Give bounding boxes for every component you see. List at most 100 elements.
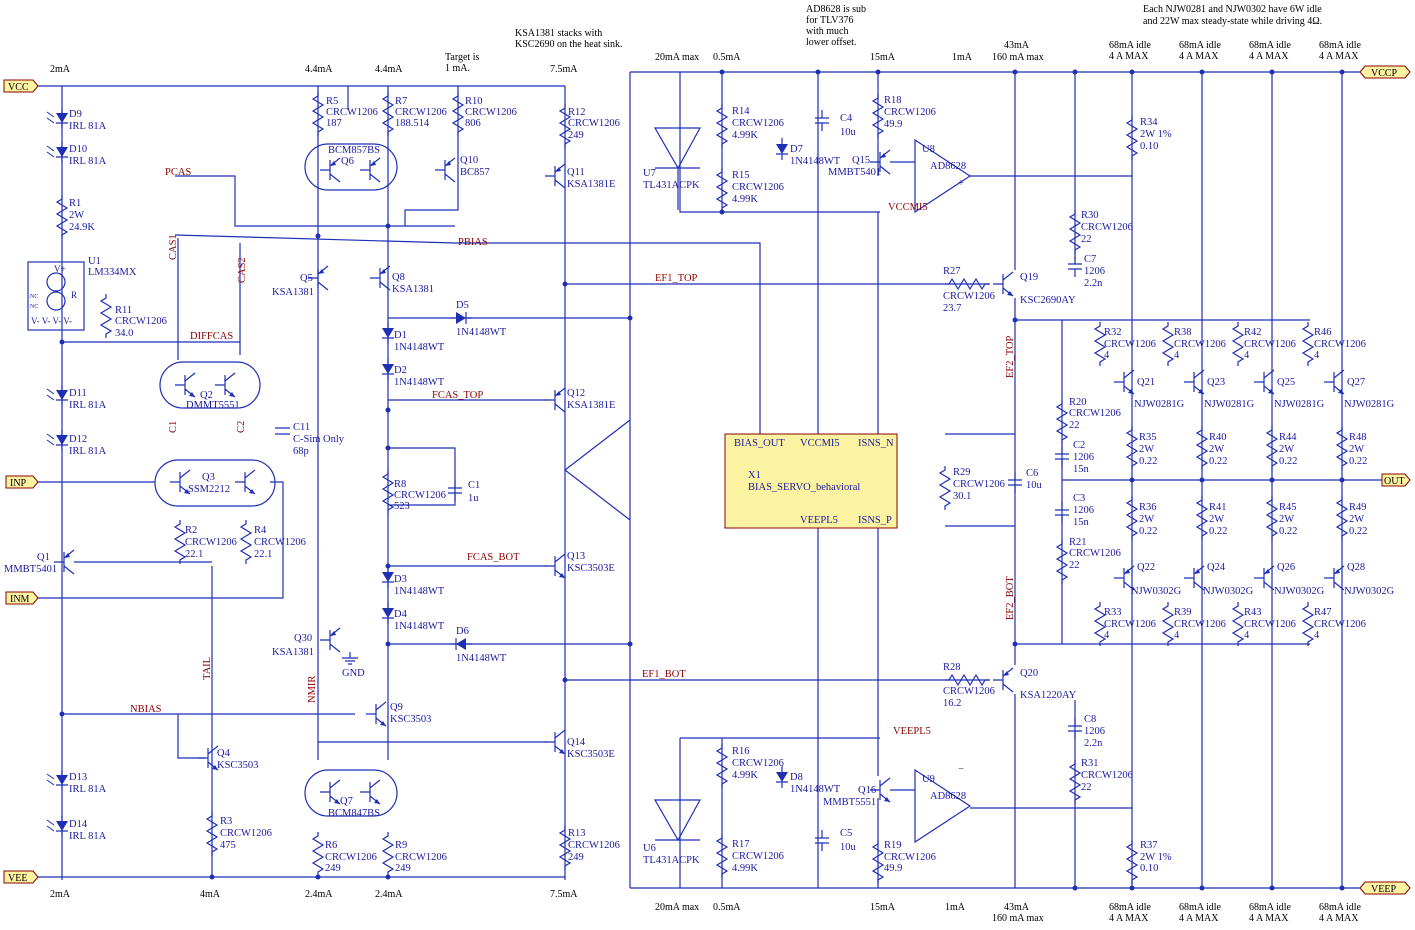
svg-text:2W: 2W — [1279, 514, 1294, 525]
svg-text:15n: 15n — [1073, 464, 1090, 475]
svg-text:R37: R37 — [1140, 840, 1158, 851]
x1-body — [724, 433, 898, 529]
svg-text:D7: D7 — [790, 144, 803, 155]
svg-text:1206: 1206 — [1073, 505, 1094, 516]
svg-text:Q25: Q25 — [1277, 377, 1295, 388]
svg-text:CRCW1206: CRCW1206 — [1081, 222, 1133, 233]
svg-text:15mA: 15mA — [870, 52, 896, 63]
wires — [38, 71, 1382, 889]
svg-text:C7: C7 — [1084, 254, 1096, 265]
svg-text:C5: C5 — [840, 828, 852, 839]
svg-text:2W: 2W — [1139, 444, 1154, 455]
port-vccp: VCCP — [1359, 65, 1411, 79]
svg-text:7.5mA: 7.5mA — [550, 64, 578, 75]
svg-text:R21: R21 — [1069, 537, 1087, 548]
svg-text:4: 4 — [1244, 350, 1250, 361]
svg-text:68mA idle: 68mA idle — [1179, 902, 1222, 913]
svg-text:CAS1: CAS1 — [168, 234, 179, 260]
svg-text:0.10: 0.10 — [1140, 141, 1158, 152]
svg-text:−: − — [958, 764, 964, 775]
svg-text:1N4148WT: 1N4148WT — [456, 327, 507, 338]
svg-text:PCAS: PCAS — [165, 167, 191, 178]
svg-text:EF2_TOP: EF2_TOP — [1005, 335, 1016, 378]
svg-text:43mA: 43mA — [1004, 902, 1030, 913]
svg-text:Q20: Q20 — [1020, 668, 1038, 679]
svg-text:249: 249 — [568, 852, 584, 863]
svg-text:KSA1381: KSA1381 — [272, 647, 314, 658]
svg-text:30.1: 30.1 — [953, 491, 971, 502]
svg-text:C11: C11 — [293, 422, 310, 433]
svg-text:10u: 10u — [840, 842, 857, 853]
svg-text:CRCW1206: CRCW1206 — [732, 118, 784, 129]
svg-text:10u: 10u — [840, 127, 857, 138]
svg-text:2mA: 2mA — [50, 889, 71, 900]
svg-text:2W: 2W — [1209, 444, 1224, 455]
svg-text:CRCW1206: CRCW1206 — [1244, 619, 1296, 630]
svg-text:CRCW1206: CRCW1206 — [1174, 339, 1226, 350]
svg-text:KSA1381: KSA1381 — [272, 287, 314, 298]
svg-text:C6: C6 — [1026, 468, 1038, 479]
svg-text:R15: R15 — [732, 170, 750, 181]
svg-text:R28: R28 — [943, 662, 961, 673]
svg-text:1N4148WT: 1N4148WT — [394, 586, 445, 597]
svg-text:EF1_TOP: EF1_TOP — [655, 273, 698, 284]
svg-text:15mA: 15mA — [870, 902, 896, 913]
svg-text:CRCW1206: CRCW1206 — [465, 107, 517, 118]
svg-text:U8: U8 — [922, 144, 935, 155]
svg-text:68mA idle: 68mA idle — [1319, 40, 1362, 51]
svg-text:R8: R8 — [394, 479, 406, 490]
svg-text:0.10: 0.10 — [1140, 863, 1158, 874]
svg-text:Q27: Q27 — [1347, 377, 1365, 388]
svg-text:Q30: Q30 — [294, 633, 312, 644]
svg-text:MMBT5551: MMBT5551 — [823, 797, 876, 808]
svg-text:R9: R9 — [395, 840, 407, 851]
svg-text:R43: R43 — [1244, 607, 1262, 618]
component-symbols — [27, 91, 1348, 885]
svg-text:1N4148WT: 1N4148WT — [394, 342, 445, 353]
svg-text:0.22: 0.22 — [1349, 526, 1367, 537]
svg-text:INM: INM — [10, 594, 30, 605]
svg-text:R47: R47 — [1314, 607, 1332, 618]
note-ad-3: with much — [806, 26, 849, 37]
svg-text:Q5: Q5 — [300, 273, 313, 284]
svg-text:R40: R40 — [1209, 432, 1227, 443]
svg-text:CAS2: CAS2 — [237, 257, 248, 283]
svg-text:LM334MX: LM334MX — [88, 267, 137, 278]
svg-text:DMMT5551: DMMT5551 — [186, 400, 240, 411]
svg-text:0.5mA: 0.5mA — [713, 902, 741, 913]
port-inm: INM — [5, 591, 39, 605]
svg-text:INP: INP — [10, 478, 27, 489]
svg-text:D13: D13 — [69, 772, 87, 783]
svg-text:VCCMI5: VCCMI5 — [888, 202, 928, 213]
svg-text:4.99K: 4.99K — [732, 194, 758, 205]
svg-text:20mA max: 20mA max — [655, 902, 699, 913]
svg-text:4.99K: 4.99K — [732, 770, 758, 781]
svg-text:523: 523 — [394, 501, 410, 512]
svg-text:D2: D2 — [394, 365, 407, 376]
svg-text:Q6: Q6 — [341, 156, 354, 167]
svg-text:KSC3503E: KSC3503E — [567, 563, 615, 574]
svg-text:U6: U6 — [643, 843, 656, 854]
svg-text:U7: U7 — [643, 168, 656, 179]
svg-text:1N4148WT: 1N4148WT — [394, 377, 445, 388]
svg-text:CRCW1206: CRCW1206 — [884, 852, 936, 863]
